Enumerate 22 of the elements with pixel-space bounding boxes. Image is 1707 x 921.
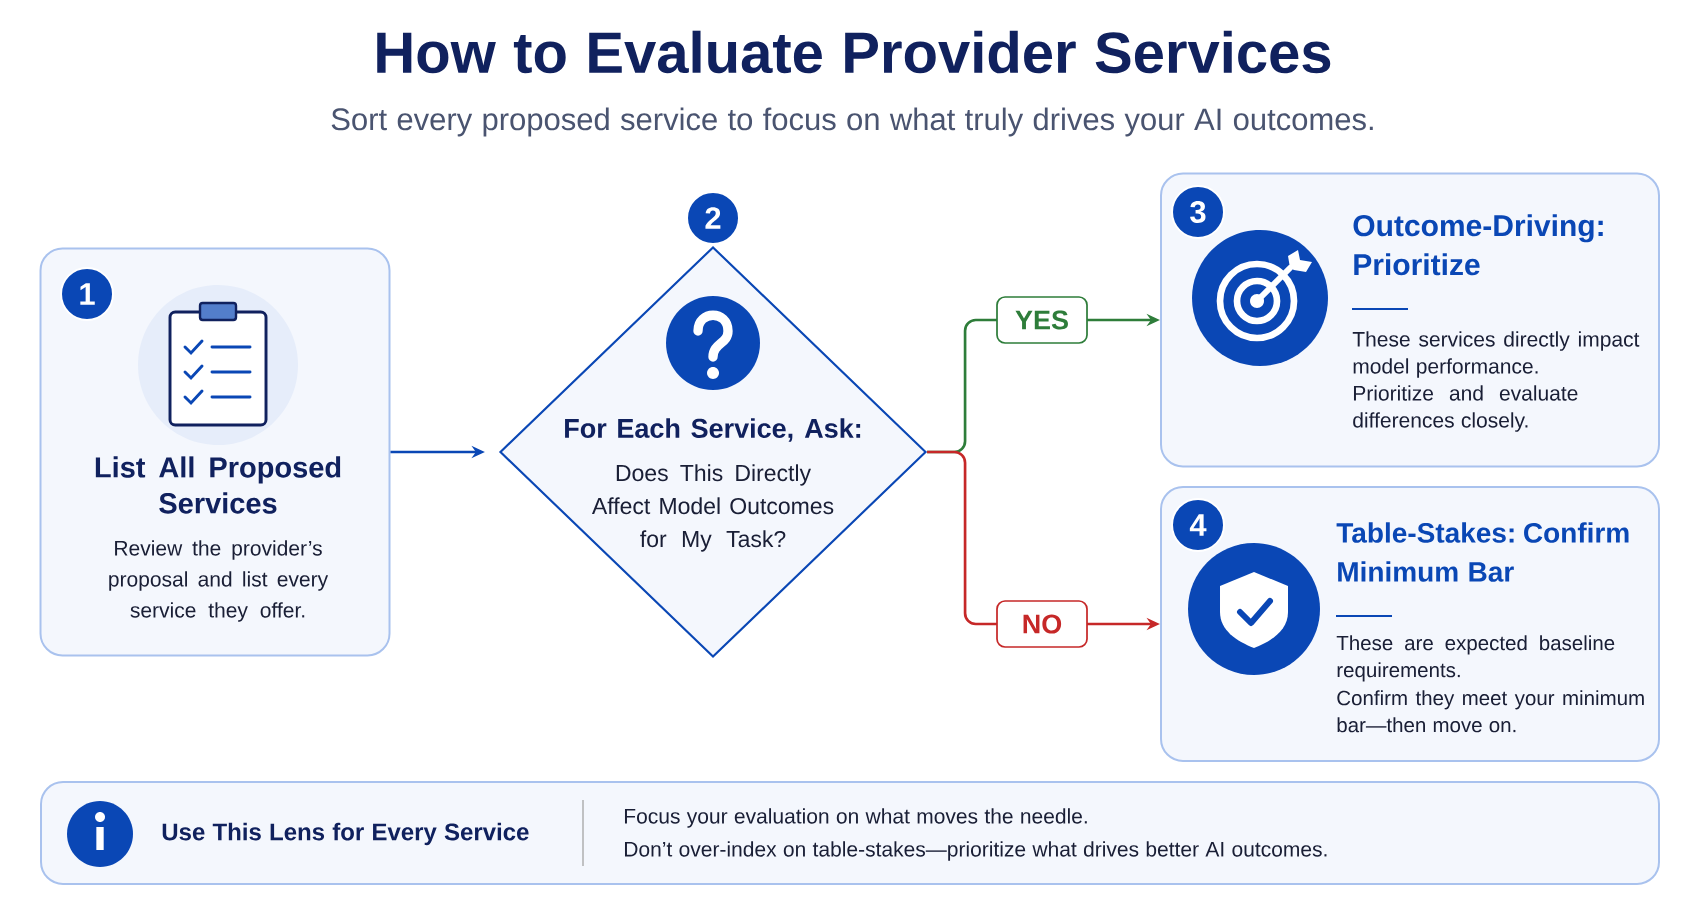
diamond-heading: For Each Service, Ask: xyxy=(565,418,861,442)
banner-text: Focus your evaluation on what moves the needle. xyxy=(625,808,1087,828)
card-heading: Outcome-Driving: Prioritize xyxy=(1353,214,1603,276)
banner-text: Don’t over-index on table-stakes—prioritize what drives better AI outcomes. xyxy=(625,841,1327,861)
diamond-text: Does This Directly Affect Model Outcomes for My Task? xyxy=(591,464,834,552)
info-banner xyxy=(40,781,1660,885)
edge-label: YES xyxy=(996,296,1088,344)
card-heading: Table-Stakes: Confirm Minimum Bar xyxy=(1336,522,1629,582)
card-text: These are expected baseline requirements. xyxy=(1336,635,1615,682)
card-text: These services directly impact model performance. xyxy=(1352,331,1640,378)
subtitle: Sort every proposed service to focus on what truly drives your AI outcomes. xyxy=(331,107,1373,137)
number-badge: 3 xyxy=(1171,185,1225,239)
card-text: Review the provider’s proposal and list every service they offer. xyxy=(109,540,329,622)
card-text: Confirm they meet your minimum bar—then move on. xyxy=(1337,690,1644,733)
number-badge: 1 xyxy=(60,267,114,321)
card-heading: List All Proposed Services xyxy=(95,456,341,514)
edge-label: NO xyxy=(996,600,1088,648)
title: How to Evaluate Provider Services xyxy=(377,30,1331,74)
number-badge: 4 xyxy=(1171,498,1225,552)
card-text: Prioritize and evaluate differences closely. xyxy=(1353,385,1578,432)
number-badge: 2 xyxy=(686,191,740,245)
banner-heading: Use This Lens for Every Service xyxy=(162,822,529,846)
